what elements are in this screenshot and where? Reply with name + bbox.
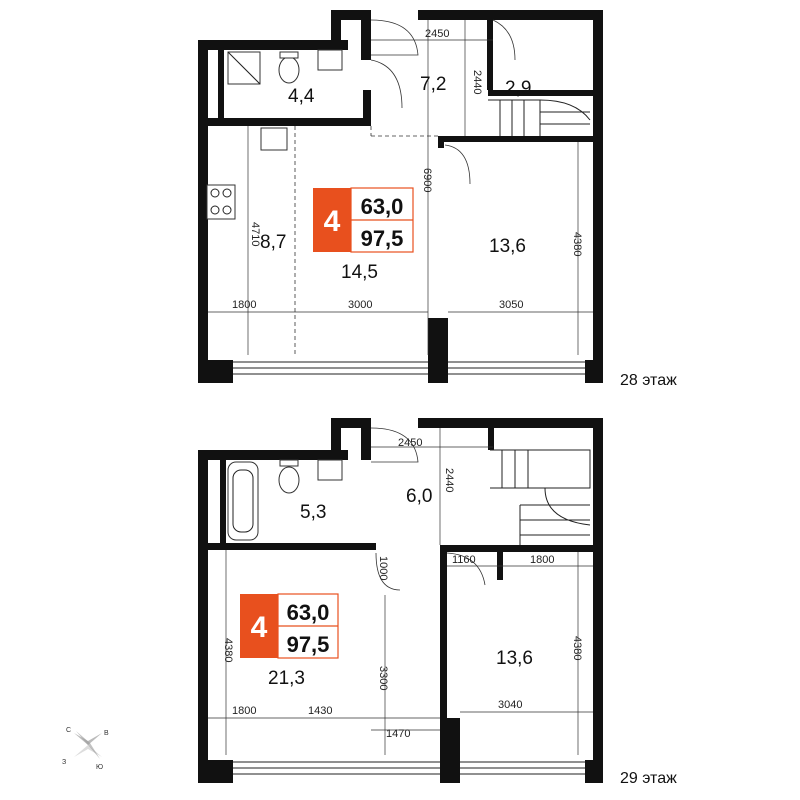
floor-label: 28 этаж: [620, 372, 677, 389]
compass-rose-icon: С В З Ю: [62, 727, 109, 771]
area-badge-29: 4 63,0 97,5: [240, 593, 339, 659]
toilet: [278, 56, 300, 84]
room-area-label: 5,3: [300, 502, 326, 523]
dimension-label: 1160: [452, 554, 476, 566]
dimension-label: 4380: [571, 232, 583, 256]
room-area-label: 2,9: [505, 78, 531, 99]
floor-label: 29 этаж: [620, 770, 677, 787]
dimension-label: 1800: [232, 299, 256, 311]
room-area-label: 14,5: [341, 262, 378, 283]
dimension-label: 2450: [425, 28, 449, 40]
compass-south: Ю: [96, 764, 103, 771]
room-area-label: 7,2: [420, 74, 446, 95]
compass-east: В: [104, 730, 109, 737]
badge-area-bottom: 97,5: [361, 226, 404, 251]
dimension-label: 4710: [249, 222, 261, 246]
dimension-label: 1800: [232, 705, 256, 717]
dimension-label: 2440: [471, 70, 483, 94]
dimension-label: 1000: [377, 556, 389, 580]
stove: [206, 184, 236, 220]
badge-area-top: 63,0: [361, 194, 404, 219]
sink: [317, 49, 343, 71]
badge-area-top: 63,0: [287, 600, 330, 625]
compass-west: З: [62, 759, 66, 766]
room-area-label: 4,4: [288, 86, 315, 107]
dimension-label: 6900: [421, 168, 433, 192]
room-area-label: 21,3: [268, 668, 305, 689]
dimension-label: 3000: [348, 299, 372, 311]
floor-29-plan: [198, 418, 603, 783]
badge-rooms: 4: [324, 205, 341, 238]
staircase-28: [488, 99, 591, 136]
area-badge-28: 4 63,0 97,5: [313, 187, 414, 253]
compass-north: С: [66, 727, 71, 734]
badge-rooms: 4: [251, 611, 268, 644]
dimension-label: 4380: [222, 638, 234, 662]
floor-28-plan: [198, 10, 603, 383]
dimension-label: 1470: [386, 728, 410, 740]
room-area-label: 13,6: [489, 236, 526, 257]
dimension-label: 3050: [499, 299, 523, 311]
sink: [317, 459, 343, 481]
bathtub: [227, 461, 259, 541]
room-area-label: 6,0: [406, 486, 432, 507]
dimension-label: 4380: [571, 636, 583, 660]
dimension-label: 1800: [530, 554, 554, 566]
kitchen-sink: [260, 127, 288, 151]
room-area-label: 8,7: [260, 232, 286, 253]
dimension-label: 2440: [443, 468, 455, 492]
dimension-label: 3300: [377, 666, 389, 690]
toilet: [278, 466, 300, 494]
staircase-29: [490, 449, 591, 545]
dimension-label: 2450: [398, 437, 422, 449]
dimension-label: 1430: [308, 705, 332, 717]
dimension-label: 3040: [498, 699, 522, 711]
room-area-label: 13,6: [496, 648, 533, 669]
badge-area-bottom: 97,5: [287, 632, 330, 657]
